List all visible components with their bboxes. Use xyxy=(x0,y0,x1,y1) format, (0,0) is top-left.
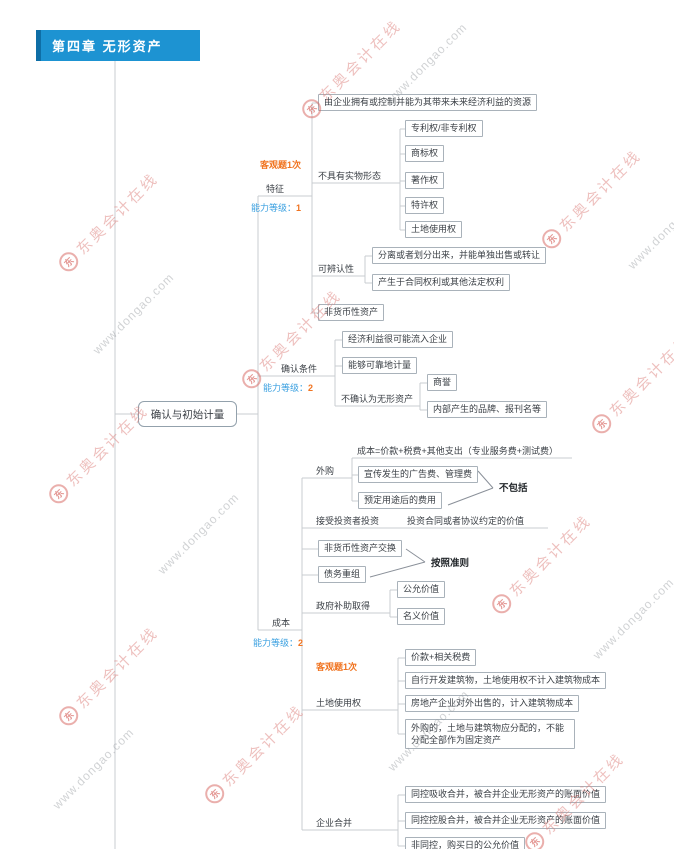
node-recognition: 确认条件 xyxy=(281,364,318,374)
node-same-control-absorption: 同控吸收合并，被合并企业无形资产的账面价值 xyxy=(405,786,607,803)
node-nominal-value: 名义价值 xyxy=(397,608,446,625)
node-land-use-right-example: 土地使用权 xyxy=(405,221,463,238)
title-accent-bar xyxy=(36,30,41,61)
ability-value: 2 xyxy=(298,638,304,648)
node-investor-contribution: 接受投资者投资 xyxy=(316,516,380,526)
node-goodwill: 商誉 xyxy=(427,374,458,391)
ability-label: 能力等级： xyxy=(253,638,299,648)
node-advertising-fee: 宣传发生的广告费、管理费 xyxy=(358,466,479,483)
node-purchased-land-building: 外购的，土地与建筑物应分配的，不能分配全部作为固定资产 xyxy=(405,719,575,749)
badge-ability-cost: 能力等级：2 xyxy=(253,636,303,649)
node-land-price-tax: 价款+相关税费 xyxy=(405,649,477,666)
badge-ability-recognition: 能力等级：2 xyxy=(263,381,313,394)
node-business-combination: 企业合并 xyxy=(316,818,353,828)
node-trademark-right: 商标权 xyxy=(405,145,445,162)
node-patent-right: 专利权/非专利权 xyxy=(405,120,483,137)
ability-label: 能力等级： xyxy=(263,383,309,393)
node-self-built: 自行开发建筑物，土地使用权不计入建筑物成本 xyxy=(405,672,607,689)
node-features: 特征 xyxy=(266,184,285,194)
node-government-grant: 政府补助取得 xyxy=(316,601,371,611)
root-node: 确认与初始计量 xyxy=(138,401,237,427)
ability-label: 能力等级： xyxy=(251,203,297,213)
node-reliable-measure: 能够可靠地计量 xyxy=(342,357,418,374)
node-copyright: 著作权 xyxy=(405,172,445,189)
node-debt-restructuring: 债务重组 xyxy=(318,566,367,583)
note-per-standard: 按照准则 xyxy=(431,558,470,569)
node-investor-agreed-value: 投资合同或者协议约定的价值 xyxy=(407,516,525,526)
node-separable: 分离或者划分出来，并能单独出售或转让 xyxy=(372,247,547,264)
chapter-title: 第四章 无形资产 xyxy=(52,39,163,54)
node-no-physical-form: 不具有实物形态 xyxy=(318,171,382,181)
badge-objective-land: 客观题1次 xyxy=(316,662,358,672)
node-non-same-control: 非同控，购买日的公允价值 xyxy=(405,837,526,849)
node-fair-value: 公允价值 xyxy=(397,581,446,598)
node-franchise-right: 特许权 xyxy=(405,197,445,214)
node-identifiability: 可辨认性 xyxy=(318,264,355,274)
node-same-control-holding: 同控控股合并，被合并企业无形资产的账面价值 xyxy=(405,812,607,829)
node-nonmonetary-exchange: 非货币性资产交换 xyxy=(318,540,403,557)
tree-connectors xyxy=(114,61,572,849)
badge-objective-features: 客观题1次 xyxy=(260,160,302,170)
note-excluded: 不包括 xyxy=(499,483,528,494)
chapter-title-banner: 第四章 无形资产 xyxy=(36,30,200,61)
node-not-recognized: 不确认为无形资产 xyxy=(341,394,414,404)
node-real-estate-sale: 房地产企业对外出售的，计入建筑物成本 xyxy=(405,695,580,712)
node-benefit-inflow: 经济利益很可能流入企业 xyxy=(342,331,454,348)
node-non-monetary: 非货币性资产 xyxy=(318,304,385,321)
ability-value: 1 xyxy=(296,203,302,213)
node-internal-brand: 内部产生的品牌、报刊名等 xyxy=(427,401,548,418)
node-resource-definition: 由企业拥有或控制并能为其带来未来经济利益的资源 xyxy=(318,94,538,111)
node-land-use-right: 土地使用权 xyxy=(316,698,362,708)
badge-ability-features: 能力等级：1 xyxy=(251,201,301,214)
node-post-ready-cost: 预定用途后的费用 xyxy=(358,492,443,509)
node-purchase: 外购 xyxy=(316,466,335,476)
node-purchase-formula: 成本=价款+税费+其他支出（专业服务费+测试费） xyxy=(357,446,559,456)
node-cost: 成本 xyxy=(272,618,291,628)
ability-value: 2 xyxy=(308,383,314,393)
node-contractual-right: 产生于合同权利或其他法定权利 xyxy=(372,274,511,291)
brace-lines xyxy=(369,470,494,578)
